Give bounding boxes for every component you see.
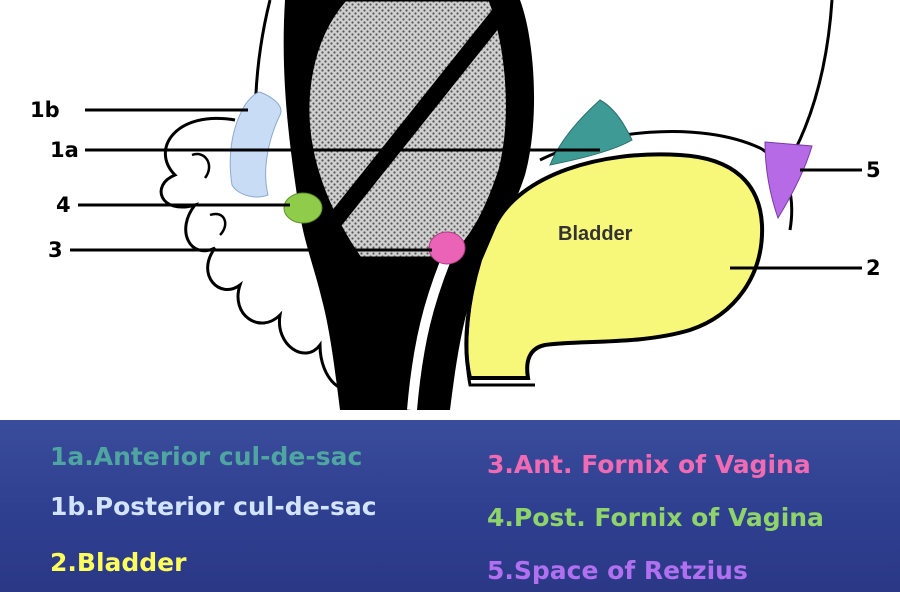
cervical-canal [315,0,515,240]
legend-item-posterior-fornix: 4.Post. Fornix of Vagina [487,503,824,532]
pointer-label-5: 5 [866,158,881,182]
pointer-label-2: 2 [866,256,881,280]
legend-item-bladder: 2.Bladder [50,548,187,577]
anterior-fornix [428,231,466,265]
pointer-label-1b: 1b [30,98,60,122]
legend-item-space-of-retzius: 5.Space of Retzius [487,556,748,585]
posterior-cul-de-sac [229,91,282,198]
space-of-retzius [764,141,813,220]
legend-item-anterior-cul-de-sac: 1a.Anterior cul-de-sac [50,442,363,471]
bladder-wall-outline [465,239,535,387]
legend-item-anterior-fornix: 3.Ant. Fornix of Vagina [487,450,811,479]
pointer-label-1a: 1a [50,138,79,162]
bowel-loops-inner [191,152,227,236]
anatomy-diagram: 1b 1a 4 3 5 2 Bladder [30,0,881,411]
pointer-label-4: 4 [56,193,71,217]
pointer-label-3: 3 [48,238,63,262]
posterior-fornix [283,192,323,224]
bladder-label: Bladder [558,223,633,245]
legend-item-posterior-cul-de-sac: 1b.Posterior cul-de-sac [50,492,377,521]
legend-panel: 1a.Anterior cul-de-sac 1b.Posterior cul-… [0,420,900,592]
vaginal-canal [407,260,450,411]
bowel-loops [159,117,362,392]
abdominal-wall [793,0,834,151]
